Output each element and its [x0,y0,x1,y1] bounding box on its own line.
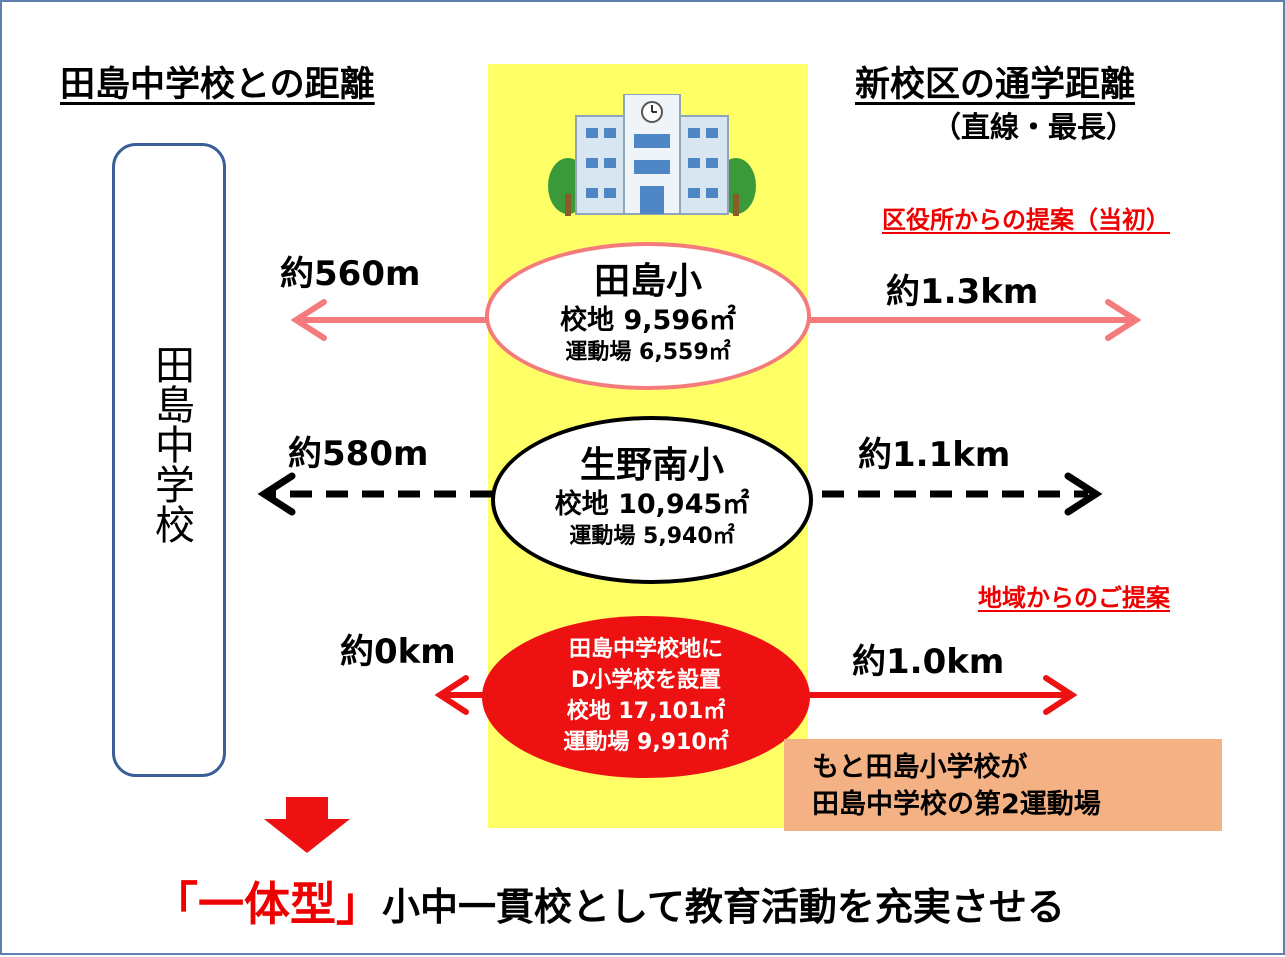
tajima-elementary: 田島小 校地 9,596㎡ 運動場 6,559㎡ [485,242,811,390]
left-heading: 田島中学校との距離 [60,65,375,105]
tajima-left-distance: 約560m [280,254,421,294]
school-building-icon [548,94,756,216]
junior-high-label: 田島中学校 [148,344,194,544]
ikuno-minami-right-arrow [822,472,1103,516]
former-school-note-line-2: 田島中学校の第2運動場 [812,789,1101,820]
conclusion-text: 小中一貫校として教育活動を充実させる [382,885,1065,929]
school-field-area: 運動場 5,940㎡ [569,524,735,549]
conclusion: 「一体型」小中一貫校として教育活動を充実させる [152,868,1065,934]
school-site-area: 校地 10,945㎡ [554,489,750,520]
tajima-right-distance: 約1.3km [886,272,1039,312]
ikuno-minami-left-arrow [257,472,492,516]
conclusion-emphasis: 「一体型」 [152,877,382,931]
new-school-right-arrow [805,675,1078,715]
ikuno-minami-left-distance: 約580m [288,434,429,474]
new-school-field-area: 運動場 9,910㎡ [563,730,729,755]
right-heading: 新校区の通学距離 [855,65,1136,105]
new-school-line-2: D小学校を設置 [570,668,722,693]
junior-high-box: 田島中学校 [112,143,226,777]
down-arrow-icon [264,797,350,853]
new-school-line-1: 田島中学校地に [568,637,723,662]
new-d-elementary: 田島中学校地に D小学校を設置 校地 17,101㎡ 運動場 9,910㎡ [482,616,810,778]
ward-proposal-note: 区役所からの提案（当初） [882,206,1170,234]
tajima-left-arrow [290,299,491,341]
ikuno-minami-elementary: 生野南小 校地 10,945㎡ 運動場 5,940㎡ [491,416,813,584]
former-school-note-line-1: もと田島小学校が [812,752,1028,783]
new-school-left-arrow [434,675,491,715]
school-site-area: 校地 9,596㎡ [560,305,736,336]
right-subheading: （直線・最長） [932,110,1136,144]
school-name: 田島小 [593,261,702,302]
new-school-site-area: 校地 17,101㎡ [566,699,726,724]
school-name: 生野南小 [579,445,724,486]
ikuno-minami-right-distance: 約1.1km [858,435,1011,475]
former-school-note: もと田島小学校が 田島中学校の第2運動場 [784,739,1222,831]
school-field-area: 運動場 6,559㎡ [565,340,731,365]
community-proposal-note: 地域からのご提案 [978,584,1170,612]
new-school-left-distance: 約0km [340,632,456,672]
new-school-right-distance: 約1.0km [852,642,1005,682]
tajima-right-arrow [805,299,1142,341]
